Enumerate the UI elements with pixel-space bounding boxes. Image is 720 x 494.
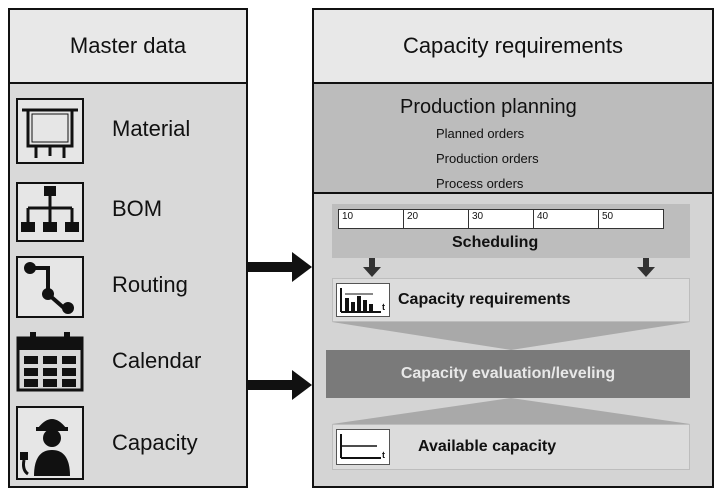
master-data-title: Master data: [69, 33, 187, 58]
timeline-tick: 10: [339, 210, 404, 228]
routing-icon: [16, 256, 84, 318]
capacity-label: Capacity: [112, 430, 198, 455]
capacity-title: Capacity requirements: [402, 33, 624, 58]
scheduling-label: Scheduling: [452, 234, 539, 251]
down-arrow-left: [363, 258, 381, 277]
material-icon: [16, 98, 84, 164]
calendar-arrow: [248, 370, 312, 400]
capacity-evaluation-label: Capacity evaluation/leveling: [400, 365, 616, 382]
scheduling-timeline: 10 20 30 40 50: [338, 209, 664, 229]
bom-icon: [16, 182, 84, 242]
funnel-down: [332, 322, 690, 350]
production-orders: Production orders: [436, 151, 539, 166]
calendar-label: Calendar: [112, 348, 202, 373]
routing-arrow: [248, 252, 312, 282]
production-planning-title: Production planning: [400, 96, 577, 118]
timeline-tick: 50: [602, 211, 614, 222]
timeline-tick: 40: [534, 210, 599, 228]
available-capacity-box: [332, 424, 690, 470]
process-orders: Process orders: [436, 176, 524, 191]
capacity-header: Capacity requirements: [312, 8, 714, 84]
funnel-up: [332, 398, 690, 424]
production-planning-box: [314, 84, 712, 194]
axis-t-label-2: t: [382, 450, 385, 460]
timeline-tick: 20: [404, 210, 469, 228]
down-arrow-right: [637, 258, 655, 277]
calendar-icon: [16, 330, 84, 392]
material-label: Material: [112, 116, 191, 141]
timeline-tick: 30: [469, 210, 534, 228]
routing-label: Routing: [112, 272, 188, 297]
planned-orders: Planned orders: [436, 126, 525, 141]
capacity-requirements-label: Capacity requirements: [398, 291, 571, 308]
capacity-evaluation-box: Capacity evaluation/leveling: [326, 350, 690, 398]
master-data-header: Master data: [8, 8, 248, 84]
available-capacity-label: Available capacity: [418, 438, 557, 455]
line-chart-icon: t: [336, 429, 390, 465]
axis-t-label: t: [382, 302, 385, 312]
bom-label: BOM: [112, 196, 163, 221]
bar-chart-icon: t: [336, 283, 390, 317]
capacity-worker-icon: [16, 406, 84, 480]
capacity-requirements-box: [332, 278, 690, 322]
